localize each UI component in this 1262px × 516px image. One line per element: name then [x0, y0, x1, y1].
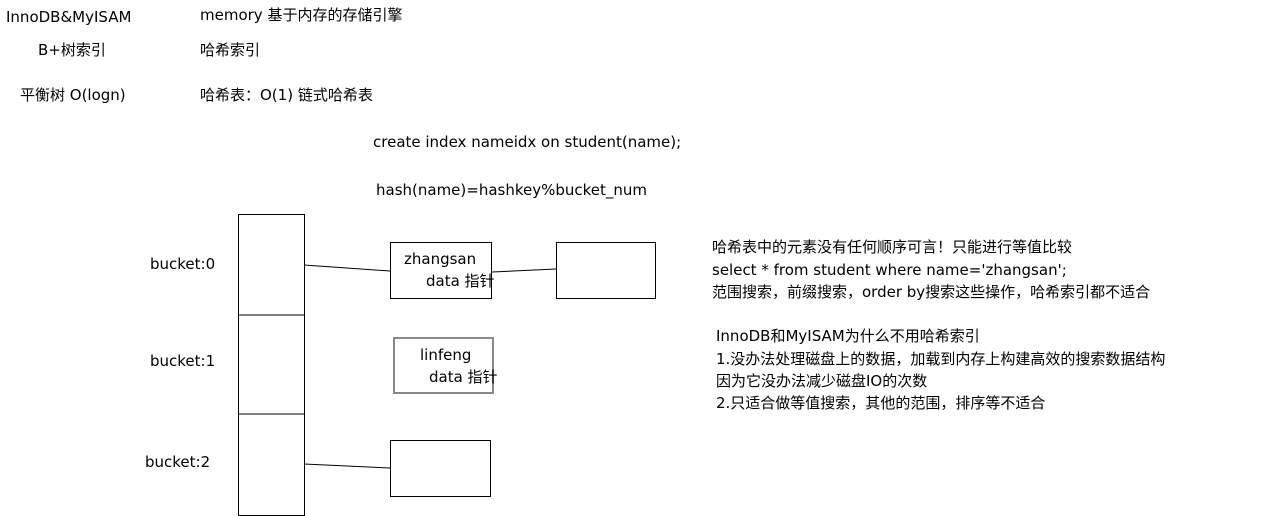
- node-linfeng: [393, 337, 494, 394]
- bucket-label-1: bucket:1: [150, 352, 216, 370]
- header-left-engine: InnoDB&MyISAM: [6, 8, 132, 26]
- node-zhangsan-name: zhangsan: [404, 250, 477, 268]
- node-next-empty: [556, 242, 656, 299]
- bucket-array: [238, 214, 305, 516]
- note2-line3: 因为它没办法减少磁盘IO的次数: [716, 372, 928, 390]
- edge-zhangsan-next: [491, 268, 557, 273]
- create-index-sql: create index nameidx on student(name);: [373, 133, 682, 151]
- note1-line3: 范围搜索，前缀搜索，order by搜索这些操作，哈希索引都不适合: [712, 283, 1151, 301]
- header-left-complexity: 平衡树 O(logn): [20, 86, 126, 104]
- node-linfeng-name: linfeng: [420, 346, 472, 364]
- header-right-index: 哈希索引: [200, 41, 261, 59]
- edge-bucket2-node: [303, 463, 391, 469]
- bucket-label-0: bucket:0: [150, 255, 216, 273]
- edge-bucket0-zhangsan: [303, 264, 391, 272]
- node-zhangsan: [390, 242, 492, 299]
- note1-line2: select * from student where name='zhangs…: [712, 261, 1067, 279]
- node-linfeng-data: data 指针: [429, 368, 498, 386]
- note2-line1: InnoDB和MyISAM为什么不用哈希索引: [716, 327, 980, 345]
- note1-line1: 哈希表中的元素没有任何顺序可言！只能进行等值比较: [712, 238, 1073, 256]
- header-right-complexity: 哈希表：O(1) 链式哈希表: [200, 86, 373, 104]
- note2-line2: 1.没办法处理磁盘上的数据，加载到内存上构建高效的搜索数据结构: [716, 350, 1166, 368]
- bucket-label-2: bucket:2: [145, 453, 211, 471]
- header-right-engine: memory 基于内存的存储引擎: [200, 6, 403, 24]
- node-bucket2-empty: [390, 440, 491, 497]
- header-left-index: B+树索引: [38, 41, 106, 59]
- hash-formula: hash(name)=hashkey%bucket_num: [376, 181, 648, 199]
- note2-line4: 2.只适合做等值搜索，其他的范围，排序等不适合: [716, 394, 1046, 412]
- node-zhangsan-data: data 指针: [426, 272, 495, 290]
